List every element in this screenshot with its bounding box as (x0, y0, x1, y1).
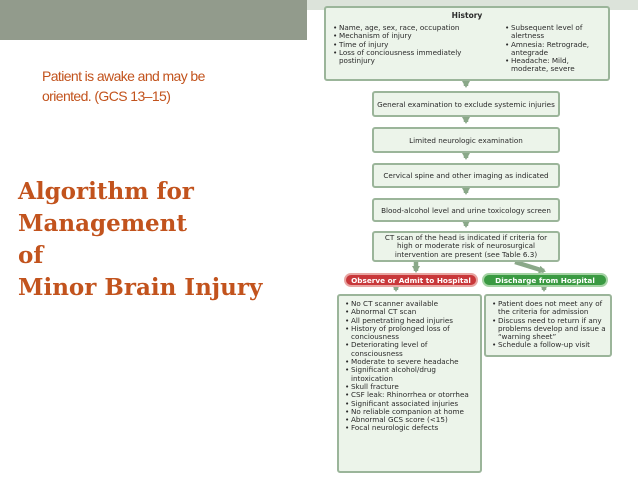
list-item: Discuss need to return if any problems d… (491, 316, 609, 342)
history-title: History (451, 11, 483, 20)
list-item: All penetrating head injuries (344, 316, 479, 325)
list-item: Skull fracture (344, 382, 479, 391)
list-item: Moderate to severe headache (344, 357, 479, 366)
step-imaging: Cervical spine and other imaging as indi… (372, 163, 560, 188)
discharge-criteria-box: Patient does not meet any of the criteri… (484, 294, 612, 357)
observe-criteria-list: No CT scanner available Abnormal CT scan… (344, 299, 479, 433)
observe-header: Observe or Admit to Hospital (344, 273, 478, 287)
history-box: History Name, age, sex, race, occupation… (324, 6, 610, 81)
slide-top-bar (0, 0, 307, 40)
flow-arrow (514, 259, 546, 274)
list-item: Headache: Mild, moderate, severe (504, 57, 608, 74)
slide-top-bar-accent (307, 0, 638, 10)
list-item: Deteriorating level of consciousness (344, 341, 479, 358)
step-general-exam: General examination to exclude systemic … (372, 91, 560, 117)
slide-subtitle: Patient is awake and may be oriented. (G… (42, 66, 292, 106)
list-item: Abnormal GCS score (<15) (344, 415, 479, 424)
list-item: Schedule a follow-up visit (491, 341, 609, 350)
list-item: Patient does not meet any of the criteri… (491, 299, 609, 317)
list-item: No CT scanner available (344, 299, 479, 308)
history-left-list: Name, age, sex, race, occupation Mechani… (332, 23, 478, 66)
algorithm-flowchart: History Name, age, sex, race, occupation… (316, 0, 638, 479)
slide-title: Algorithm for Management of Minor Brain … (18, 176, 262, 304)
history-right-list: Subsequent level of alertness Amnesia: R… (504, 23, 608, 74)
title-line: Minor Brain Injury (18, 274, 263, 301)
observe-criteria-box: No CT scanner available Abnormal CT scan… (337, 294, 482, 473)
list-item: CSF leak: Rhinorrhea or otorrhea (344, 390, 479, 399)
list-item: Focal neurologic defects (344, 424, 479, 433)
list-item: History of prolonged loss of conciousnes… (344, 324, 479, 342)
step-toxicology: Blood-alcohol level and urine toxicology… (372, 198, 560, 222)
list-item: Subsequent level of alertness (504, 23, 608, 41)
list-item: Time of injury (332, 40, 478, 49)
subtitle-line: oriented. (GCS 13–15) (42, 88, 171, 104)
discharge-header: Discharge from Hospital (482, 273, 608, 287)
step-ct-scan: CT scan of the head is indicated if crit… (372, 231, 560, 262)
list-item: Loss of conciousness immediately postinj… (332, 48, 478, 66)
list-item: Abnormal CT scan (344, 307, 479, 316)
list-item: Significant associated injuries (344, 399, 479, 408)
list-item: Name, age, sex, race, occupation (332, 23, 478, 32)
title-line: Algorithm for (18, 178, 194, 205)
title-line: of (18, 242, 44, 269)
subtitle-line: Patient is awake and may be (42, 68, 205, 84)
list-item: Mechanism of injury (332, 31, 478, 40)
title-line: Management (18, 210, 188, 237)
step-neuro-exam: Limited neurologic examination (372, 127, 560, 153)
discharge-criteria-list: Patient does not meet any of the criteri… (491, 299, 609, 350)
list-item: Significant alcohol/drug intoxication (344, 366, 479, 383)
list-item: No reliable companion at home (344, 407, 479, 416)
list-item: Amnesia: Retrograde, antegrade (504, 40, 608, 58)
